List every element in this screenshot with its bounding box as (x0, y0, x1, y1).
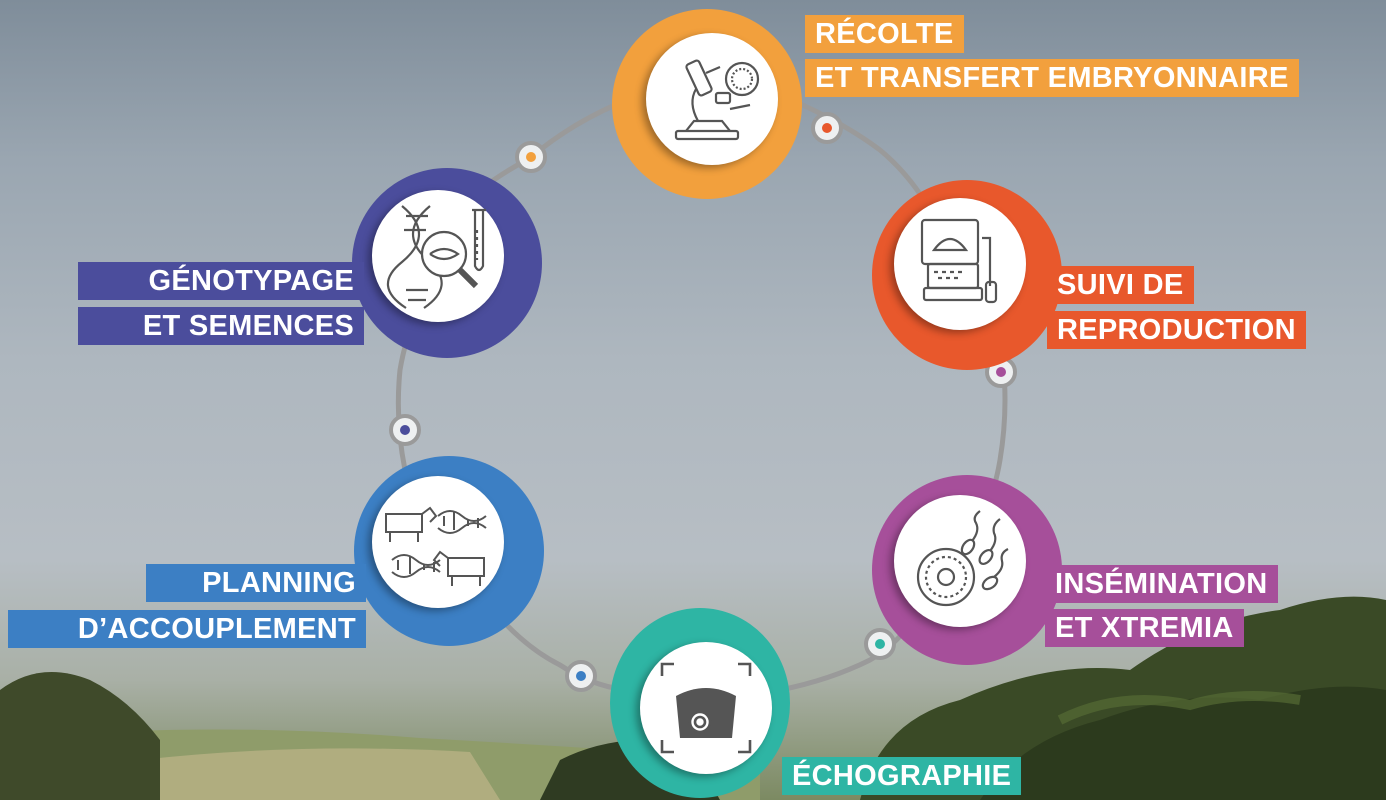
label-insemination-line-1: INSÉMINATION (1045, 565, 1278, 603)
sperm-cell-icon (916, 510, 1009, 607)
label-planning-line-1: PLANNING (146, 564, 366, 602)
connector-dot-core (576, 671, 586, 681)
hub-planning-inner (372, 476, 504, 608)
hub-genotypage-inner (372, 190, 504, 322)
dna-magnifier-icon (386, 205, 486, 309)
label-insemination-line-2: ET XTREMIA (1045, 609, 1244, 647)
ultrasound-scan-icon (660, 662, 752, 754)
cow-dna-icon (385, 506, 487, 586)
connector-dot-core (875, 639, 885, 649)
ultrasound-machine-icon (920, 218, 998, 304)
hub-suivi-inner (894, 198, 1026, 330)
label-echographie-line-1: ÉCHOGRAPHIE (782, 757, 1022, 795)
connector-dot-recolte-suivi (811, 112, 843, 144)
connector-dot-core (822, 123, 832, 133)
connector-dot-insemination-echographie (864, 628, 896, 660)
hub-planning (354, 456, 544, 646)
label-genotypage-line-2: ET SEMENCES (78, 307, 364, 345)
connector-dot-planning-genotypage (389, 414, 421, 446)
connector-dot-echographie-planning (565, 660, 597, 692)
connector-arc-recolte-suivi (779, 92, 933, 212)
microscope-icon (674, 59, 760, 141)
connector-dot-genotypage-recolte (515, 141, 547, 173)
connector-dot-core (996, 367, 1006, 377)
hub-suivi (872, 180, 1062, 370)
hub-echographie-inner (640, 642, 772, 774)
hub-recolte-inner (646, 33, 778, 165)
label-suivi-line-1: SUIVI DE (1047, 266, 1194, 304)
label-genotypage-line-1: GÉNOTYPAGE (78, 262, 364, 300)
connector-dot-core (526, 152, 536, 162)
hub-recolte (612, 9, 802, 199)
hub-echographie (610, 608, 790, 798)
label-recolte-line-1: RÉCOLTE (805, 15, 964, 53)
hub-insemination (872, 475, 1062, 665)
hub-insemination-inner (894, 495, 1026, 627)
connector-dot-core (400, 425, 410, 435)
hub-genotypage (352, 168, 542, 358)
label-recolte-line-2: ET TRANSFERT EMBRYONNAIRE (805, 59, 1299, 97)
label-planning-line-2: D’ACCOUPLEMENT (8, 610, 366, 648)
label-suivi-line-2: REPRODUCTION (1047, 311, 1306, 349)
